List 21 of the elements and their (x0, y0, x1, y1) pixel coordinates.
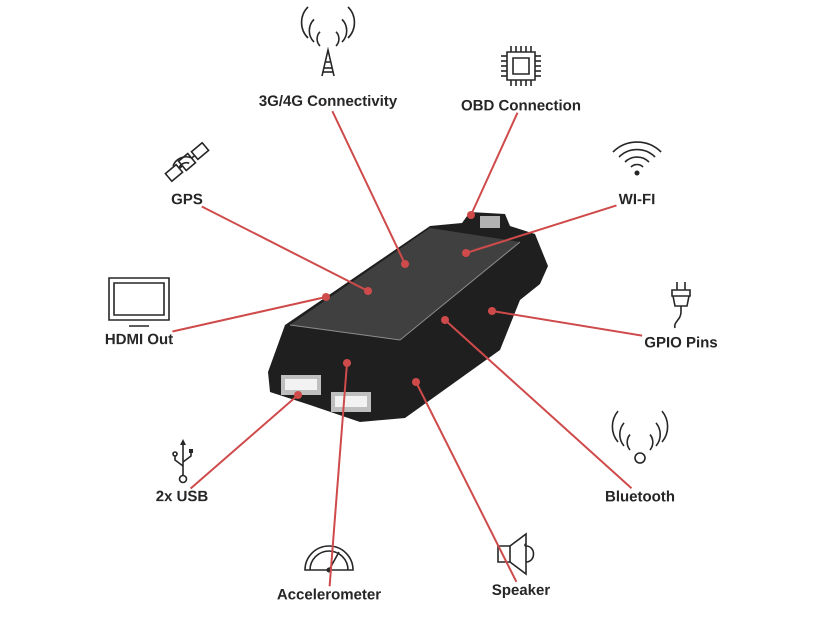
feature-label: 3G/4G Connectivity (259, 95, 398, 109)
leader-line (441, 316, 632, 490)
feature-label: 2x USB (156, 490, 208, 502)
leader-line (488, 307, 642, 337)
feature-label: Speaker (492, 584, 550, 598)
leader-line (190, 391, 302, 490)
feature-label: GPS (172, 194, 202, 204)
feature-label: Bluetooth (606, 490, 674, 502)
leader-line (201, 206, 372, 295)
leader-line (462, 204, 617, 257)
leader-line (331, 110, 409, 268)
feature-label: HDMI Out (106, 334, 173, 344)
leader-line (328, 359, 351, 586)
feature-label: Accelerometer (277, 588, 381, 600)
feature-label: OBD Connection (462, 100, 580, 110)
leader-line (467, 112, 518, 219)
device-drawing (268, 212, 548, 422)
leader-line (412, 378, 518, 582)
leader-line (172, 293, 330, 332)
feature-label: WI-FI (618, 194, 654, 204)
feature-label: GPIO Pins (644, 336, 718, 348)
